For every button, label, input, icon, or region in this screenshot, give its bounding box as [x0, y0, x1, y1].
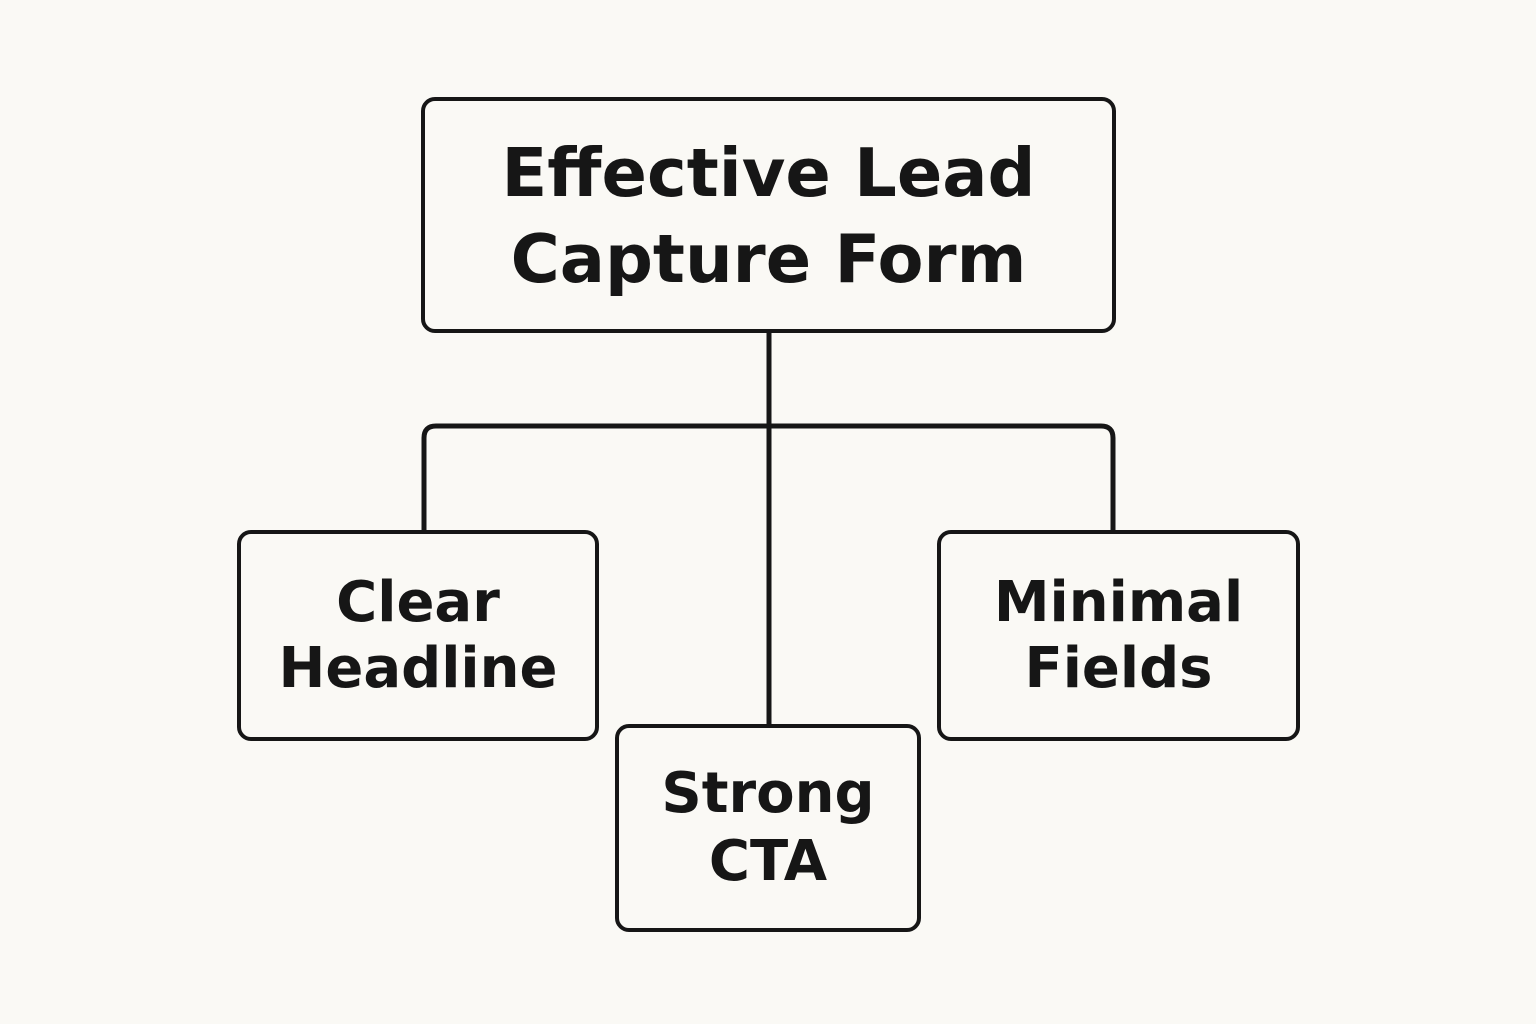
- child-node-label-line2: CTA: [708, 829, 828, 894]
- child-node-label-line1: Minimal: [993, 569, 1244, 635]
- root-node-effective-lead-capture-form: Effective Lead Capture Form: [421, 97, 1116, 333]
- connector-branch-bar: [421, 423, 1116, 530]
- child-node-label-line2: Fields: [1024, 635, 1213, 701]
- child-node-label-line1: Clear: [336, 569, 500, 635]
- child-node-minimal-fields: Minimal Fields: [937, 530, 1300, 741]
- root-node-label-line1: Effective Lead: [501, 134, 1036, 212]
- root-node-label-line2: Capture Form: [510, 220, 1027, 298]
- child-node-clear-headline: Clear Headline: [237, 530, 599, 741]
- child-node-label-line1: Strong: [661, 761, 875, 826]
- child-node-strong-cta: Strong CTA: [615, 724, 921, 932]
- child-node-label-line2: Headline: [278, 635, 558, 701]
